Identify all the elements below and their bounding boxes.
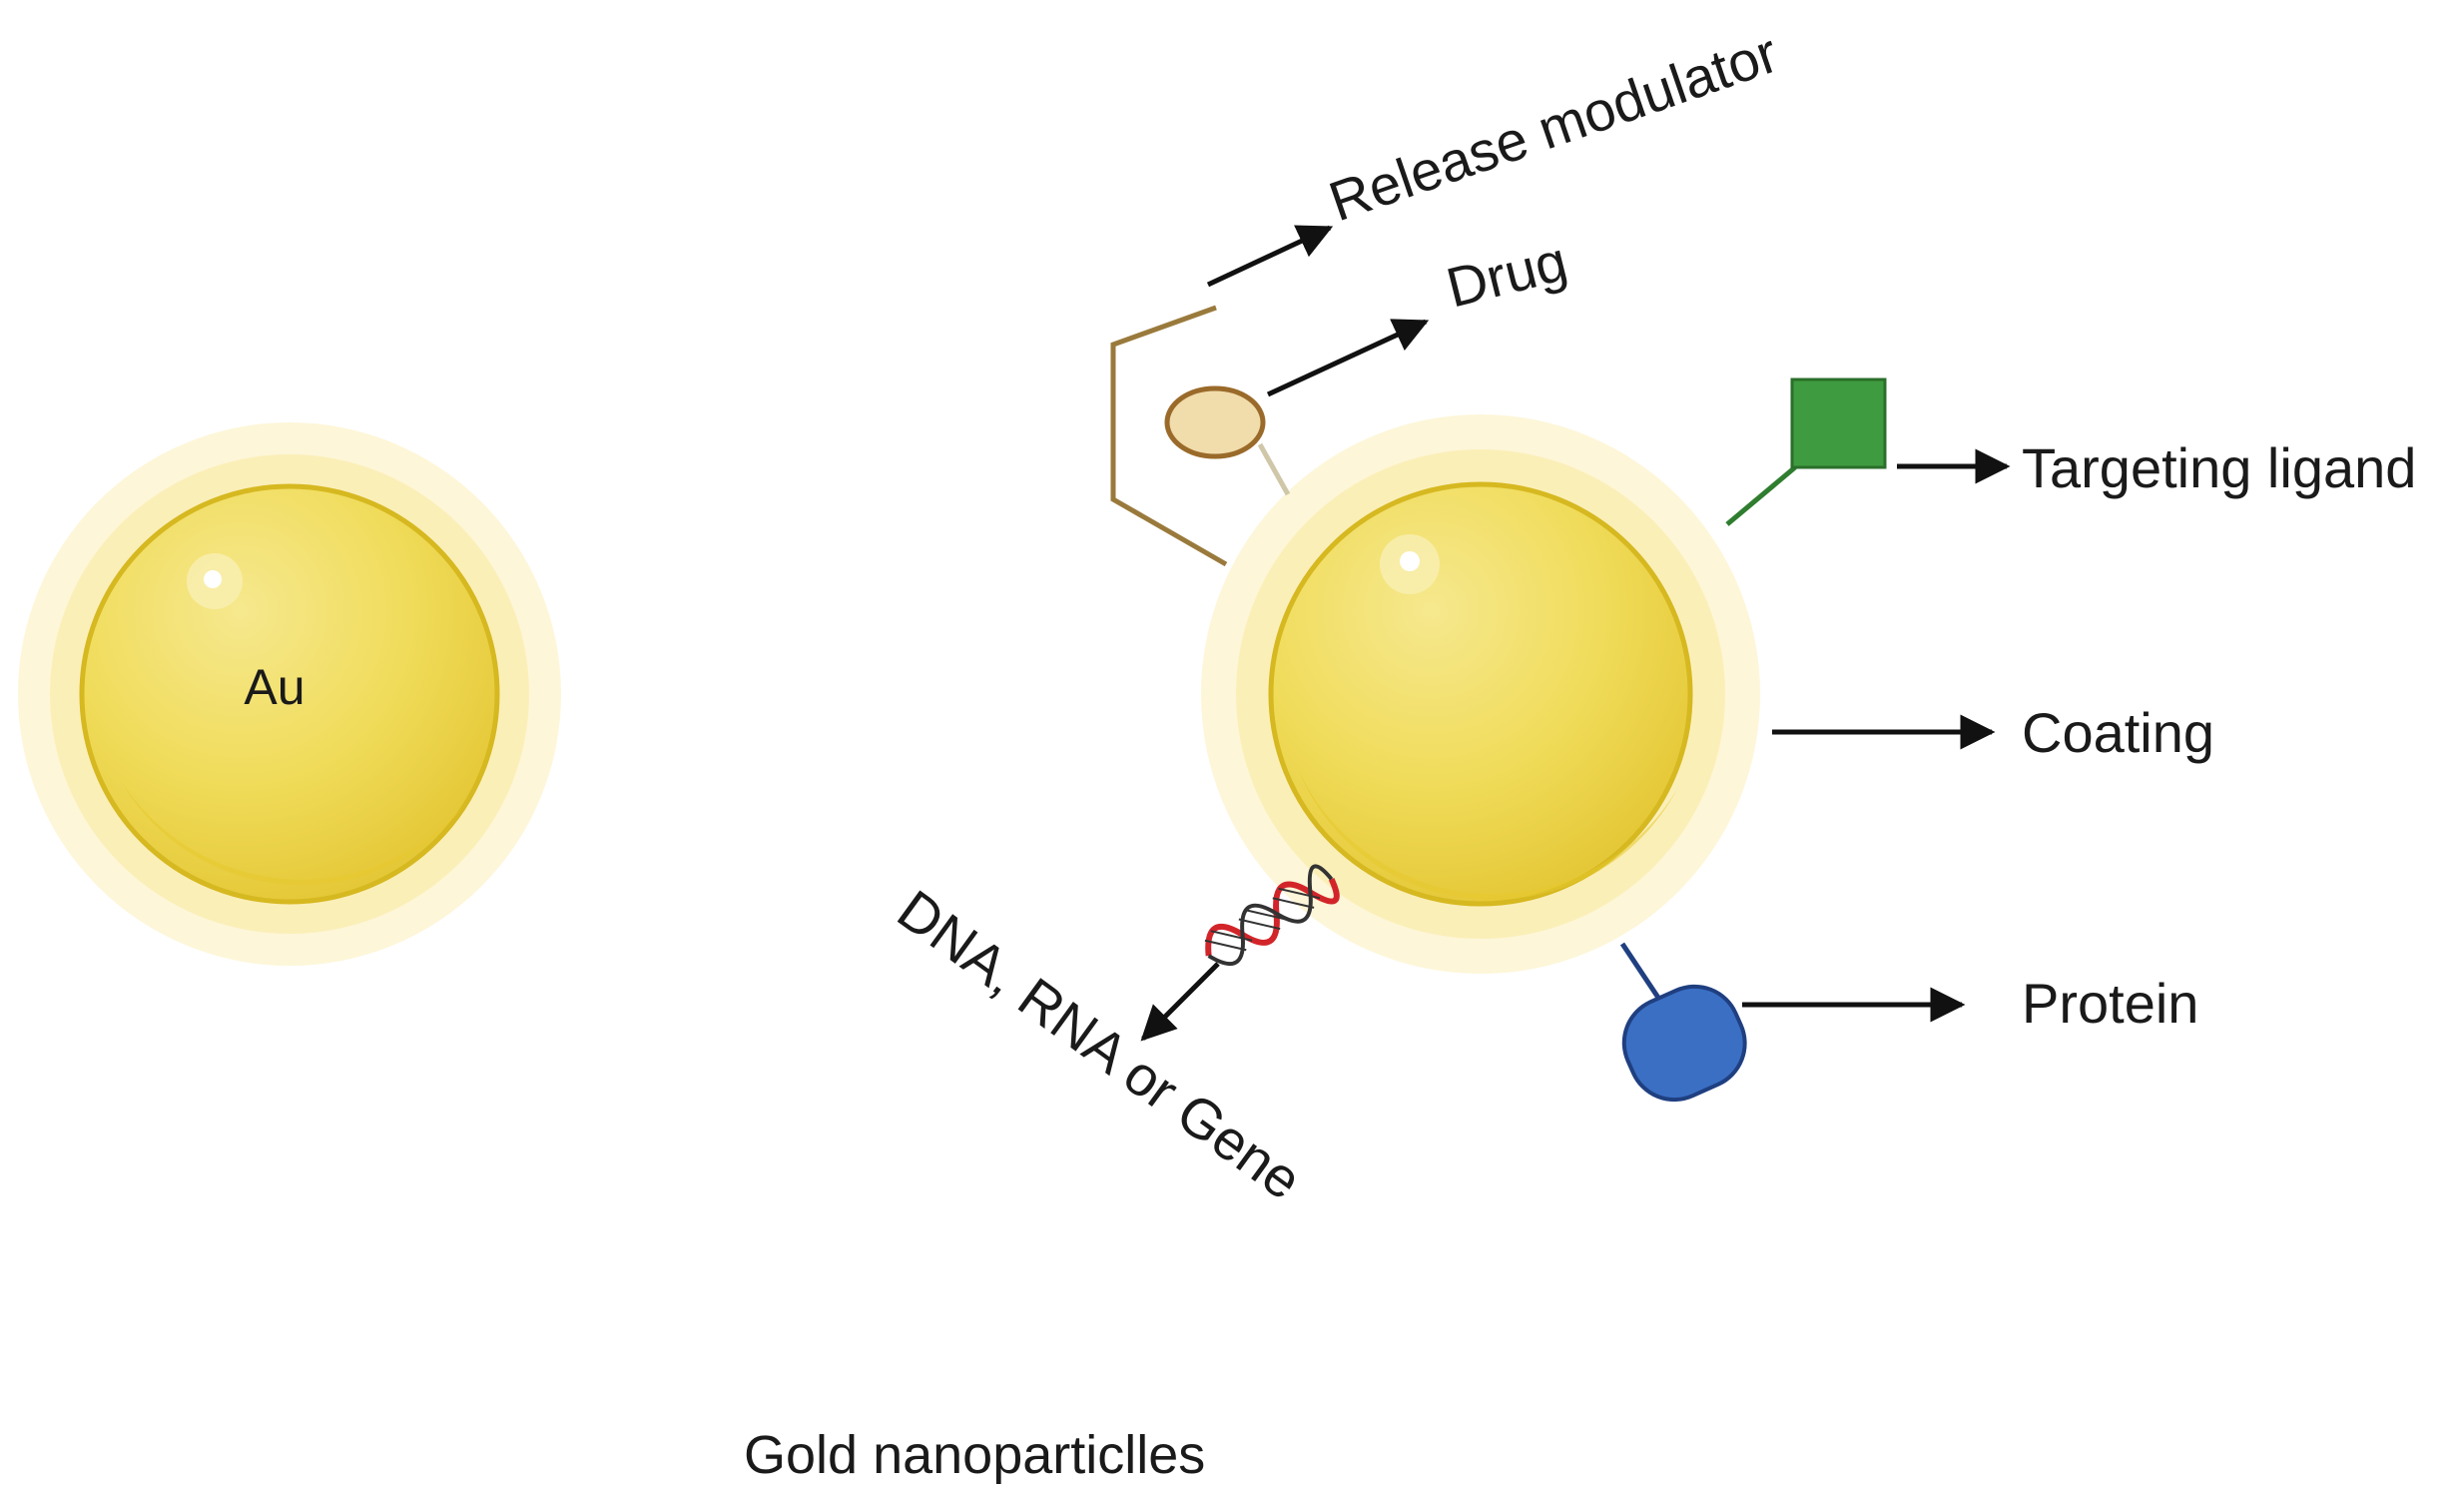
diagram-caption: Gold nanoparticlles bbox=[744, 1425, 1205, 1485]
protein-linker bbox=[1619, 942, 1665, 1006]
gold-core bbox=[1268, 481, 1693, 907]
drug-linker bbox=[1257, 442, 1291, 496]
core-label-au: Au bbox=[244, 659, 305, 715]
nucleic-acid-arrow bbox=[1140, 962, 1220, 1042]
drug-icon bbox=[1164, 385, 1266, 459]
release-modulator-linker bbox=[1110, 305, 1228, 567]
targeting-ligand-icon bbox=[1790, 377, 1887, 469]
coating-label: Coating bbox=[2022, 701, 2214, 764]
targeting-ligand-label: Targeting ligand bbox=[2022, 436, 2416, 499]
drug-arrow bbox=[1266, 319, 1430, 397]
gold-core bbox=[79, 483, 500, 905]
protein-label: Protein bbox=[2022, 972, 2198, 1035]
bare-gold-nanoparticle: Au bbox=[18, 422, 561, 966]
release-modulator-arrow bbox=[1206, 225, 1334, 288]
nucleic-acid-label: DNA, RNA or Gene bbox=[887, 878, 1313, 1212]
release-modulator-label: Release modulator bbox=[1321, 21, 1785, 234]
protein-icon bbox=[1621, 984, 1747, 1103]
targeting-ligand-linker bbox=[1725, 465, 1797, 526]
drug-label: Drug bbox=[1441, 229, 1573, 319]
functionalized-gold-nanoparticle bbox=[1201, 414, 1760, 974]
highlight-dot bbox=[1400, 551, 1420, 571]
dna-helix-icon bbox=[1204, 864, 1340, 967]
highlight-dot bbox=[204, 570, 222, 588]
